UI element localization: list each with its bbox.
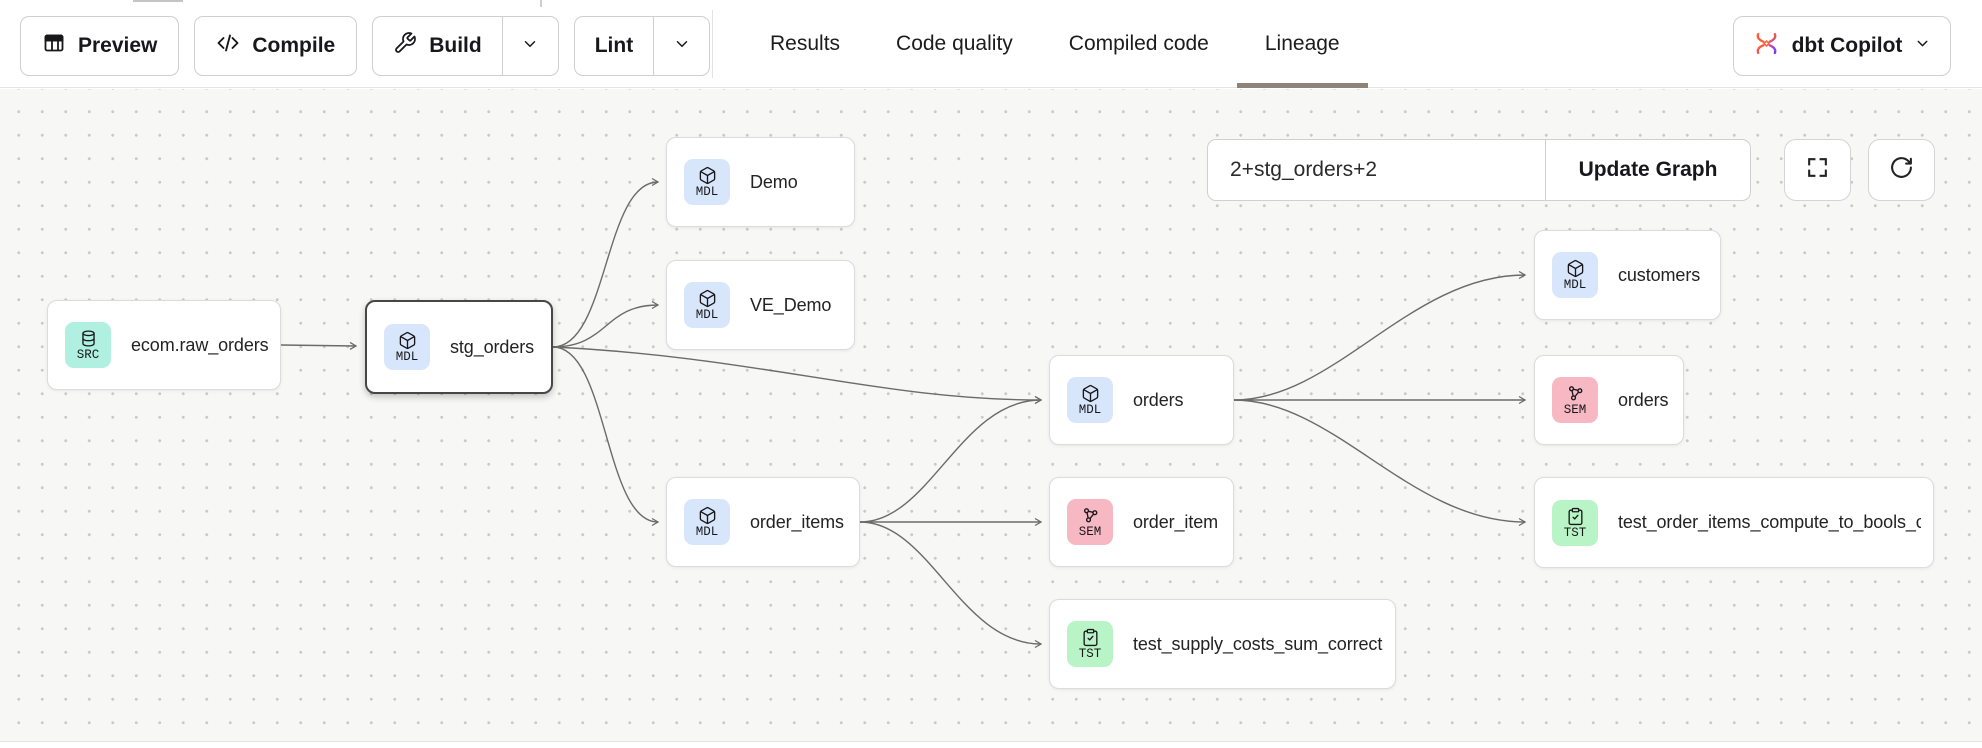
model-badge: MDL — [1067, 377, 1113, 423]
model-badge: MDL — [684, 499, 730, 545]
cube-icon — [399, 332, 415, 350]
model-badge: MDL — [684, 159, 730, 205]
dbt-copilot-logo-icon — [1753, 30, 1780, 63]
model-badge: MDL — [1552, 252, 1598, 298]
compile-button-label: Compile — [252, 34, 336, 57]
dbt-copilot-button[interactable]: dbt Copilot — [1733, 16, 1951, 76]
preview-button[interactable]: Preview — [20, 16, 180, 76]
wrench-icon — [393, 31, 417, 61]
lineage-node-ecom-raw-orders[interactable]: SRC ecom.raw_orders — [47, 300, 281, 390]
refresh-icon — [1889, 155, 1914, 185]
compile-button[interactable]: Compile — [194, 16, 358, 76]
tab-lineage[interactable]: Lineage — [1236, 0, 1368, 88]
model-badge: MDL — [384, 324, 430, 370]
top-crop-fragment — [133, 0, 183, 2]
lineage-selector-input[interactable] — [1208, 140, 1545, 200]
lineage-selector-group: Update Graph — [1207, 139, 1751, 201]
lineage-node-test-order-items[interactable]: TST test_order_items_compute_to_bools_c.… — [1534, 477, 1934, 568]
fullscreen-icon — [1805, 155, 1830, 185]
build-split-button: Build — [372, 16, 559, 76]
edge-stg-orders-to-orders — [552, 346, 1043, 405]
cube-icon — [699, 167, 715, 185]
lineage-node-stg-orders[interactable]: MDL stg_orders — [365, 300, 553, 394]
semantic-graph-icon — [1568, 386, 1582, 401]
lint-button[interactable]: Lint — [575, 17, 653, 75]
chevron-down-icon — [1914, 34, 1931, 58]
edge-stg-orders-to-order-items — [552, 346, 660, 527]
lineage-canvas[interactable]: Update Graph — [0, 89, 1982, 742]
update-graph-button[interactable]: Update Graph — [1545, 140, 1750, 200]
table-icon — [42, 31, 66, 61]
code-icon — [216, 31, 240, 61]
edge-raw-orders-to-stg-orders — [280, 341, 358, 350]
lineage-node-orders-sem[interactable]: SEM orders — [1534, 355, 1684, 445]
dbt-copilot-label: dbt Copilot — [1791, 34, 1903, 57]
tab-compiled-code-label: Compiled code — [1068, 32, 1209, 55]
tab-lineage-label: Lineage — [1264, 32, 1340, 55]
cube-icon — [699, 290, 715, 308]
test-clipboard-icon — [1082, 629, 1098, 647]
tab-compiled-code[interactable]: Compiled code — [1041, 0, 1237, 88]
semantic-badge: SEM — [1552, 377, 1598, 423]
edge-order-items-to-test-supply — [859, 521, 1043, 649]
tab-code-quality-label: Code quality — [896, 32, 1013, 55]
test-badge: TST — [1067, 621, 1113, 667]
lint-options-chevron[interactable] — [653, 17, 709, 75]
lineage-node-order-item-sem[interactable]: SEM order_item — [1049, 477, 1234, 567]
toolbar-tabs-divider — [712, 10, 713, 78]
preview-button-label: Preview — [78, 34, 158, 57]
lint-button-label: Lint — [594, 34, 634, 57]
lint-split-button: Lint — [573, 16, 711, 76]
lineage-node-test-supply-costs[interactable]: TST test_supply_costs_sum_correctly — [1049, 599, 1396, 689]
results-tabs: Results Code quality Compiled code Linea… — [742, 0, 1368, 88]
chevron-down-icon — [521, 35, 539, 58]
cube-icon — [1082, 385, 1098, 403]
lineage-node-demo[interactable]: MDL Demo — [666, 137, 855, 227]
test-badge: TST — [1552, 499, 1598, 546]
cube-icon — [1567, 260, 1583, 278]
semantic-badge: SEM — [1067, 499, 1113, 545]
build-button-label: Build — [429, 34, 482, 57]
test-clipboard-icon — [1567, 507, 1583, 526]
top-crop-tick — [540, 0, 542, 7]
lineage-node-order-items[interactable]: MDL order_items — [666, 477, 860, 567]
edge-order-items-to-orders — [859, 395, 1043, 523]
edge-orders-to-customers — [1233, 270, 1527, 401]
toolbar: Preview Compile Build — [20, 16, 711, 76]
fullscreen-button[interactable] — [1784, 139, 1851, 201]
semantic-graph-icon — [1083, 508, 1097, 523]
chevron-down-icon — [673, 35, 691, 58]
build-options-chevron[interactable] — [501, 17, 558, 75]
cube-icon — [699, 507, 715, 525]
tab-results[interactable]: Results — [742, 0, 868, 88]
model-badge: MDL — [684, 282, 730, 328]
edge-stg-orders-to-ve-demo — [552, 300, 660, 348]
build-button[interactable]: Build — [373, 17, 502, 75]
refresh-button[interactable] — [1868, 139, 1935, 201]
lineage-node-orders-model[interactable]: MDL orders — [1049, 355, 1234, 445]
tab-code-quality[interactable]: Code quality — [868, 0, 1041, 88]
edge-stg-orders-to-demo — [552, 177, 660, 348]
tab-results-label: Results — [770, 32, 841, 55]
lineage-node-customers[interactable]: MDL customers — [1534, 230, 1721, 320]
database-icon — [81, 330, 95, 347]
header-bar: Preview Compile Build — [0, 0, 1982, 88]
lineage-edges — [280, 177, 1527, 649]
source-badge: SRC — [65, 322, 111, 368]
lineage-node-ve-demo[interactable]: MDL VE_Demo — [666, 260, 855, 350]
active-tab-indicator — [1236, 83, 1368, 88]
edge-orders-to-test-order-items — [1233, 399, 1527, 527]
